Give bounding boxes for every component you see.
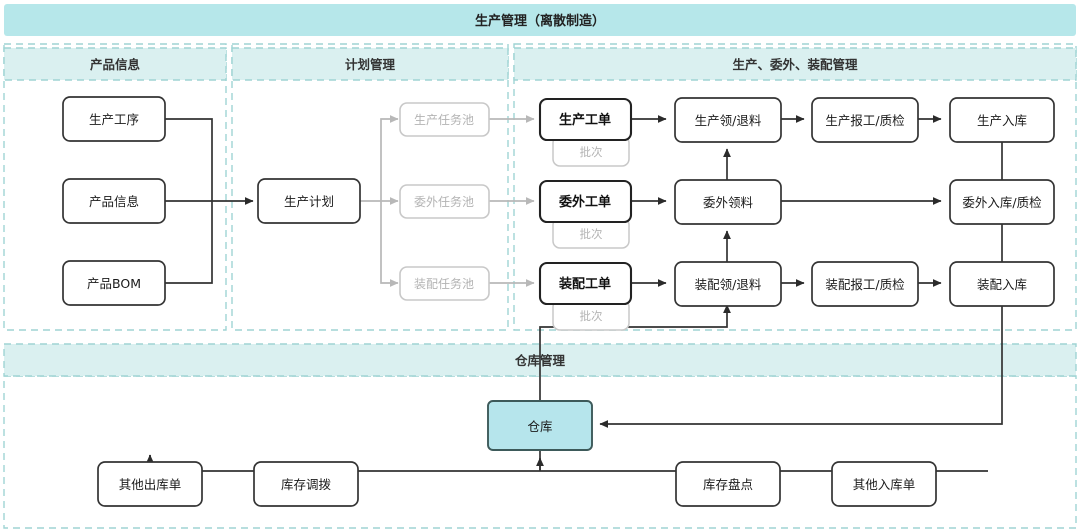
node-label-warehouse: 仓库	[527, 419, 552, 434]
node-pool-assy[interactable]: 装配任务池	[399, 266, 490, 301]
node-stock-move[interactable]: 库存调拨	[253, 461, 359, 507]
node-prod-process[interactable]: 生产工序	[62, 96, 166, 142]
node-label-stock-move: 库存调拨	[281, 477, 332, 492]
node-wo-assy[interactable]: 装配工单	[538, 261, 633, 306]
node-pick-assy[interactable]: 装配领/退料	[674, 261, 782, 307]
node-label-batch-out: 批次	[580, 227, 603, 241]
section-header-plan-mgmt: 计划管理	[231, 47, 509, 81]
section-label-plan-mgmt: 计划管理	[345, 57, 396, 72]
node-label-pick-out: 委外领料	[703, 195, 754, 210]
node-wo-out[interactable]: 委外工单	[538, 179, 633, 224]
node-label-wo-prod: 生产工单	[559, 112, 611, 128]
node-prod-plan[interactable]: 生产计划	[257, 178, 361, 224]
section-header-prod-out-assy: 生产、委外、装配管理	[513, 47, 1077, 81]
node-label-in-out: 委外入库/质检	[962, 195, 1042, 210]
node-label-report-prod: 生产报工/质检	[825, 113, 905, 128]
node-label-in-assy: 装配入库	[977, 277, 1027, 292]
section-header-product-info: 产品信息	[3, 47, 227, 81]
node-label-other-out: 其他出库单	[119, 477, 182, 492]
node-in-out[interactable]: 委外入库/质检	[949, 179, 1055, 225]
node-pool-out[interactable]: 委外任务池	[399, 184, 490, 219]
node-label-pool-out: 委外任务池	[414, 194, 474, 209]
section-label-product-info: 产品信息	[90, 57, 141, 72]
node-in-assy[interactable]: 装配入库	[949, 261, 1055, 307]
node-label-wo-assy: 装配工单	[558, 276, 611, 292]
page-title: 生产管理（离散制造）	[475, 13, 605, 29]
node-product-info[interactable]: 产品信息	[62, 178, 166, 224]
node-label-wo-out: 委外工单	[558, 194, 611, 210]
node-pick-prod[interactable]: 生产领/退料	[674, 97, 782, 143]
node-product-bom[interactable]: 产品BOM	[62, 260, 166, 306]
node-label-batch-prod: 批次	[580, 145, 603, 159]
node-label-pool-prod: 生产任务池	[414, 112, 474, 127]
connectors-muted	[360, 115, 535, 287]
node-label-pick-prod: 生产领/退料	[695, 113, 762, 128]
node-label-report-assy: 装配报工/质检	[825, 277, 905, 292]
node-other-in[interactable]: 其他入库单	[831, 461, 937, 507]
node-label-pick-assy: 装配领/退料	[695, 277, 762, 292]
node-report-assy[interactable]: 装配报工/质检	[811, 261, 919, 307]
node-label-product-bom: 产品BOM	[87, 276, 141, 291]
node-label-stock-count: 库存盘点	[703, 477, 753, 492]
node-pick-out[interactable]: 委外领料	[674, 179, 782, 225]
node-label-prod-plan: 生产计划	[284, 194, 334, 209]
node-other-out[interactable]: 其他出库单	[97, 461, 203, 507]
header-band: 生产管理（离散制造）	[4, 4, 1076, 36]
section-label-prod-out-assy: 生产、委外、装配管理	[732, 57, 858, 72]
node-label-in-prod: 生产入库	[977, 113, 1027, 128]
node-label-other-in: 其他入库单	[853, 477, 916, 492]
section-containers	[3, 43, 1077, 529]
node-label-prod-process: 生产工序	[89, 112, 139, 127]
node-report-prod[interactable]: 生产报工/质检	[811, 97, 919, 143]
node-warehouse[interactable]: 仓库	[487, 400, 593, 451]
node-label-pool-assy: 装配任务池	[414, 276, 474, 291]
node-in-prod[interactable]: 生产入库	[949, 97, 1055, 143]
node-label-product-info: 产品信息	[89, 194, 139, 209]
connectors	[165, 118, 254, 284]
node-stock-count[interactable]: 库存盘点	[675, 461, 781, 507]
node-label-batch-assy: 批次	[580, 309, 603, 323]
node-batch-prod[interactable]: 批次	[552, 135, 630, 167]
node-pool-prod[interactable]: 生产任务池	[399, 102, 490, 137]
node-wo-prod[interactable]: 生产工单	[538, 97, 633, 142]
